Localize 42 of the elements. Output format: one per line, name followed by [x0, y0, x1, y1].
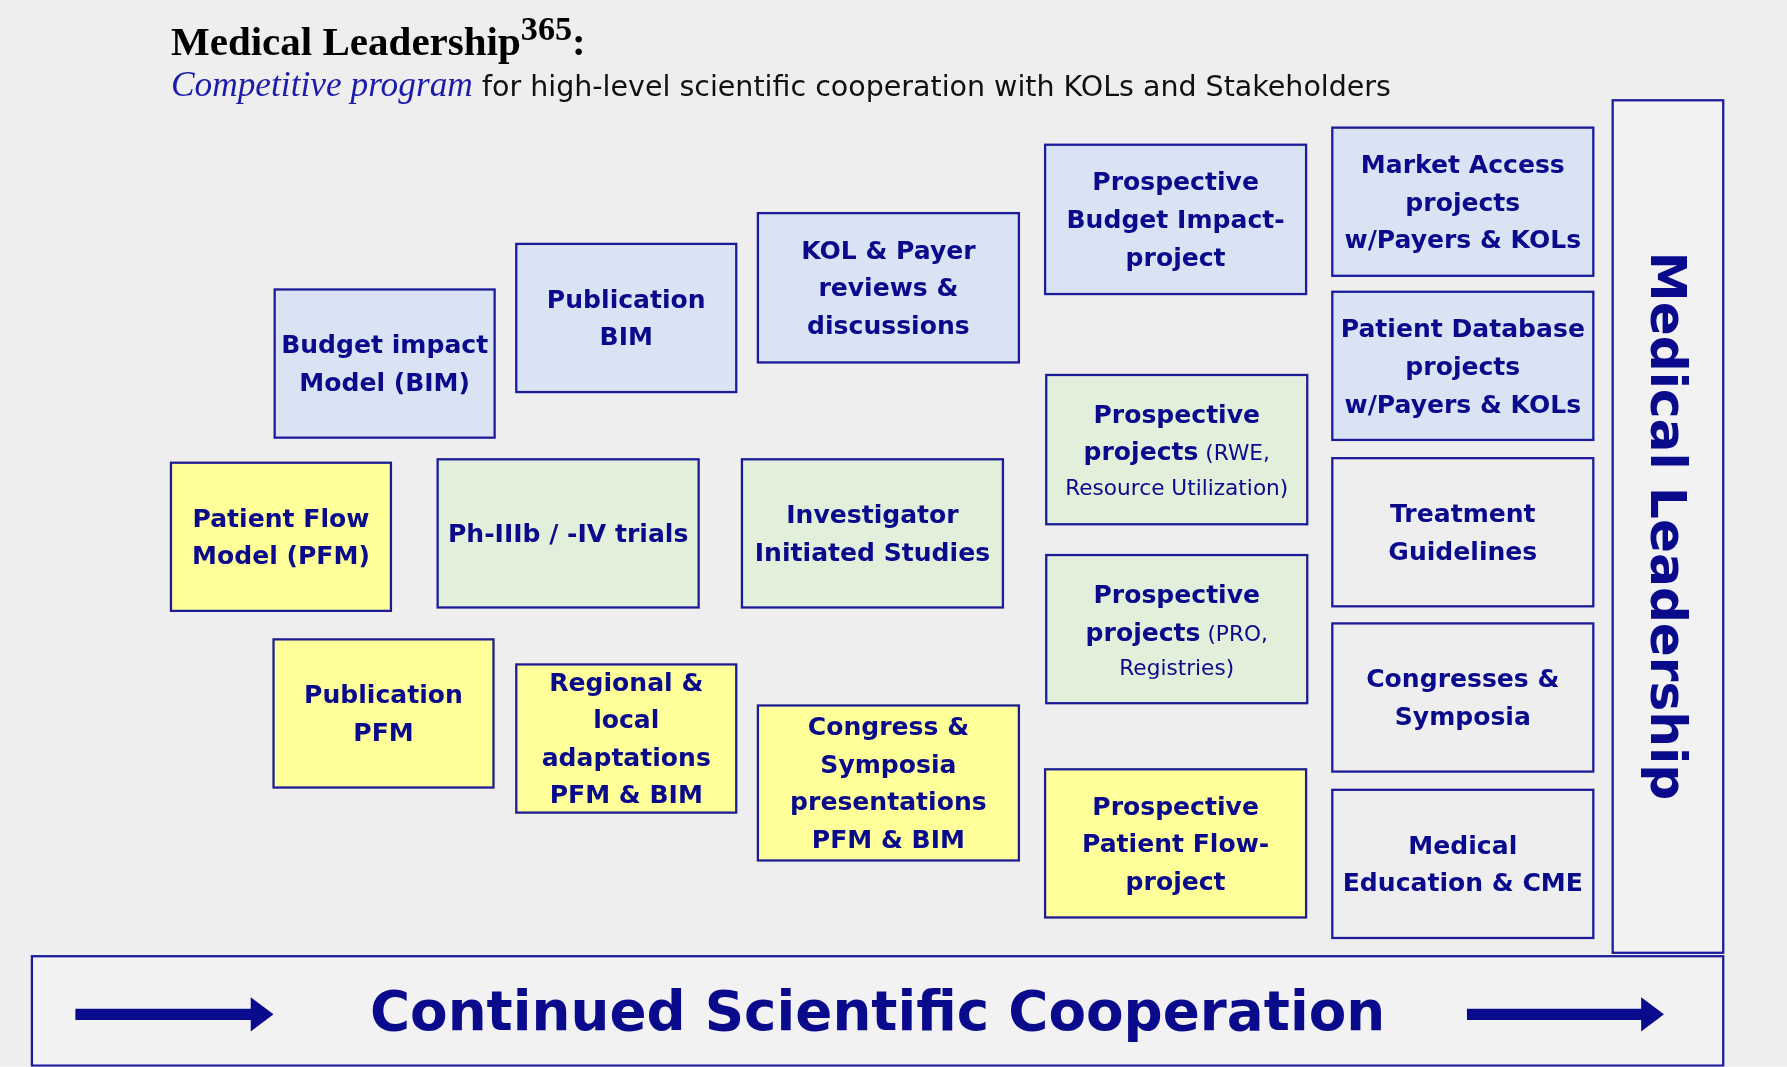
box-label: Budget impact Model (BIM): [280, 329, 490, 399]
pfm-box: [169, 461, 393, 612]
box-label: Market Access projects w/Payers & KOLs: [1343, 148, 1583, 256]
guideline-box: [1331, 457, 1595, 608]
congress-box: [1331, 622, 1595, 773]
presentation-box: [756, 704, 1021, 862]
vertical-banner: [1611, 99, 1725, 954]
project-box: [1045, 373, 1309, 526]
review-box: [756, 212, 1021, 364]
box-label: KOL & Payer reviews & discussions: [800, 234, 977, 342]
box-label: Publication PFM: [303, 679, 464, 749]
box-label: Ph-IIIb / -IV trials: [446, 518, 690, 550]
box-label: Treatment Guidelines: [1387, 498, 1539, 568]
box-label: Prospective projects (RWE, Resource Utilization): [1064, 399, 1290, 502]
box-label: Patient Flow Model (PFM): [191, 502, 371, 572]
box-label: Publication BIM: [545, 283, 707, 354]
subtitle: Competitive program for high-level scientific cooperation with KOLs and Stakeholders: [170, 63, 1391, 105]
box-label: Congresses & Symposia: [1365, 663, 1561, 733]
education-box: [1331, 788, 1595, 940]
project-box: [1043, 768, 1308, 919]
bottom-banner: [30, 955, 1725, 1067]
box-label: Investigator Initiated Studies: [753, 499, 992, 569]
box-label: Regional & local adaptations PFM & BIM: [540, 666, 712, 812]
box-label: Prospective Patient Flow-project: [1080, 790, 1271, 898]
study-box: [740, 458, 1005, 609]
project-box: [1331, 290, 1595, 442]
banner-text: Medical Leadership: [1638, 251, 1699, 803]
bim-box: [515, 242, 738, 394]
trial-box: [436, 458, 700, 609]
banner-text: Continued Scientific Cooperation: [368, 978, 1387, 1045]
box-label: Patient Database projects w/Payers & KOLs: [1339, 313, 1586, 420]
bim-box: [273, 288, 496, 439]
title: Medical Leadership$^{365}$:: [170, 9, 586, 65]
box-label: Congress & Symposia presentations PFM & BIM: [789, 711, 988, 856]
box-label: Medical Education & CME: [1341, 829, 1584, 899]
publication-box: [272, 638, 495, 789]
box-label: Prospective Budget Impact-project: [1065, 166, 1286, 274]
project-box: [1045, 553, 1309, 705]
box-label: Prospective projects (PRO, Registries): [1084, 578, 1269, 681]
adaptation-box: [515, 663, 738, 814]
project-box: [1043, 143, 1308, 296]
project-box: [1331, 126, 1595, 277]
